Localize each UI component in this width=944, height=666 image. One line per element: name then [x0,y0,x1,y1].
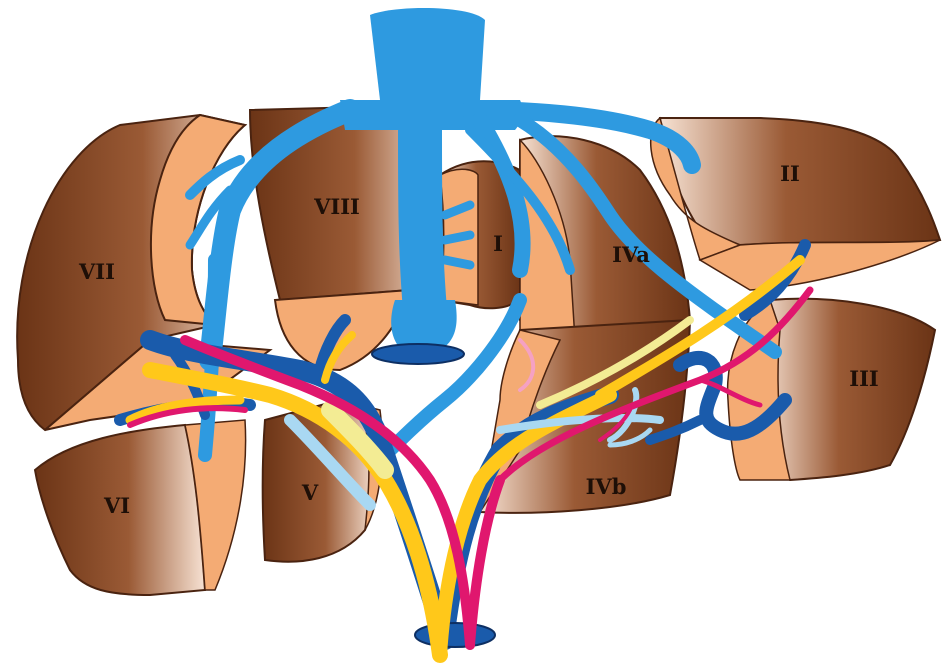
label-segment-iva: IVa [612,242,650,267]
label-segment-iii: III [849,366,878,391]
label-segment-ii: II [780,161,800,186]
label-segment-vi: VI [103,493,130,518]
label-segment-vii: VII [78,259,115,284]
segment-vi [35,420,246,595]
label-segment-ivb: IVb [586,474,627,499]
label-segment-viii: VIII [313,194,360,219]
segment-iii [728,299,935,480]
label-segment-v: V [301,480,319,505]
label-segment-i: I [493,231,503,256]
